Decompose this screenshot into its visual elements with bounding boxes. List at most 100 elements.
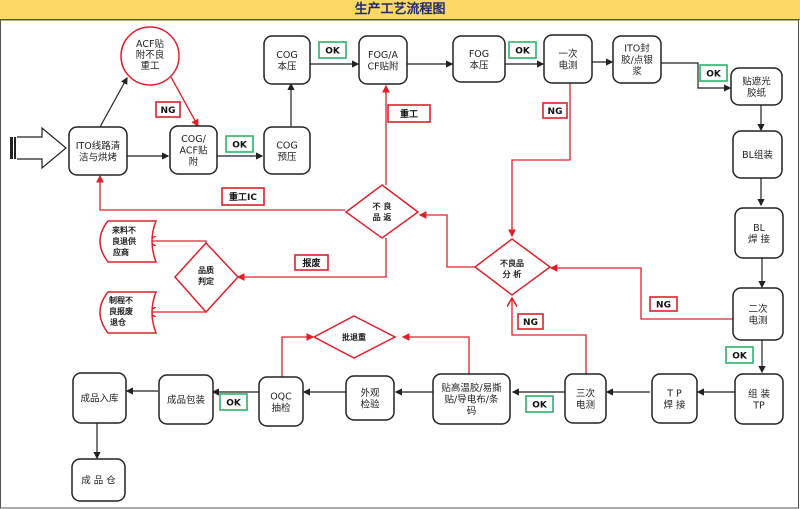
tag-label: OK <box>732 352 748 362</box>
node-label: 组 装 <box>748 388 771 400</box>
tag-box <box>525 395 554 413</box>
tag-label: 报废 <box>302 257 320 269</box>
ok-tag-ok: OK <box>318 41 347 59</box>
node-label: 成品包装 <box>167 394 206 406</box>
ng-tag-rework: 重工 <box>387 104 431 123</box>
process-connectors <box>93 58 766 460</box>
ok-tag-ok: OK <box>699 64 728 82</box>
terminal-scrap-return[interactable]: 制程不 良报废 退仓 <box>99 291 158 334</box>
decision-label: 分 析 <box>503 269 522 279</box>
ok-tag-ok: OK <box>225 135 254 153</box>
node-label: T P <box>666 388 682 399</box>
node-label: BL组装 <box>742 149 773 161</box>
node-label: 本压 <box>469 59 489 71</box>
node-label: ACF贴 <box>136 38 164 50</box>
decision-batch-reject[interactable]: 批退重 <box>312 315 397 359</box>
tag-label: OK <box>325 47 341 57</box>
node-label: 浆 <box>632 66 642 78</box>
node-box <box>158 374 214 425</box>
node-label: 贴高温胶/易撕 <box>441 382 502 394</box>
node-label: 一次 <box>558 48 578 60</box>
process-node-bl-assembly[interactable]: BL组装 <box>732 130 783 179</box>
decision-label: 批退重 <box>342 332 366 342</box>
terminal-label: 制程不 <box>109 295 133 305</box>
terminal-label: 良报废 <box>109 306 133 316</box>
tag-label: NG <box>656 301 671 311</box>
input-arrow-icon <box>10 126 67 170</box>
node-label: 外观 <box>360 387 380 399</box>
node-label: COG <box>276 140 297 151</box>
ng-tag-ng: NG <box>155 101 181 118</box>
node-label: 预压 <box>277 152 297 163</box>
terminal-supplier-return[interactable]: 来料不 良退供 应商 <box>99 220 158 263</box>
process-node-tp-weld[interactable]: T P焊 接 <box>651 373 698 424</box>
node-label: ITO封 <box>624 43 650 55</box>
node-label: 附 <box>189 156 199 168</box>
node-label: 本压 <box>277 60 297 72</box>
ok-tag-ok: OK <box>219 393 248 411</box>
node-label: 二次 <box>748 303 768 315</box>
tag-box <box>318 41 347 59</box>
ng-tag-ng: NG <box>517 313 544 330</box>
node-box <box>732 287 784 341</box>
process-node-packing[interactable]: 成品包装 <box>158 374 214 425</box>
node-label: 焊 接 <box>663 399 686 411</box>
node-box <box>263 126 311 175</box>
acf-rework-circle[interactable]: ACF贴 附不良 重工 <box>120 26 180 86</box>
tag-box <box>649 296 678 312</box>
tag-label: 重工IC <box>229 191 257 203</box>
tag-box <box>725 346 754 364</box>
decision-defect-analysis[interactable]: 不良品 分 析 <box>473 238 552 296</box>
node-box <box>345 375 395 421</box>
node-label: 码 <box>467 406 477 417</box>
node-label: 检验 <box>360 398 380 410</box>
process-node-tp-assembly[interactable]: 组 装TP <box>734 373 784 425</box>
node-label: 贴/导电布/条 <box>445 394 499 406</box>
tag-box <box>219 393 248 411</box>
node-box <box>72 372 127 424</box>
node-label: 胶纸 <box>747 87 767 99</box>
node-label: COG <box>276 50 297 61</box>
process-node-bl-weld[interactable]: BL焊 接 <box>734 207 784 259</box>
node-box <box>258 376 304 427</box>
ng-tag-ng: NG <box>649 296 678 312</box>
tag-label: OK <box>532 401 548 411</box>
tag-label: OK <box>226 399 242 409</box>
node-label: 电测 <box>748 314 767 326</box>
tag-label: NG <box>523 318 538 328</box>
decision-quality-judge[interactable]: 品质 判定 <box>173 241 240 314</box>
ok-tag-ok: OK <box>525 395 554 413</box>
diagram-frame <box>0 19 799 509</box>
decision-label: 不 良 <box>373 201 392 211</box>
ok-tag-ok: OK <box>725 346 754 364</box>
process-node-labeling[interactable]: 贴高温胶/易撕贴/导电布/条码 <box>432 373 511 425</box>
tag-label: OK <box>515 47 531 57</box>
node-label: 电测 <box>558 59 577 71</box>
page-title: 生产工艺流程图 <box>354 2 446 17</box>
node-label: 焊 接 <box>748 233 771 245</box>
process-node-warehouse-in[interactable]: 成品入库 <box>72 372 127 424</box>
decision-defect-return[interactable]: 不 良 品 返 <box>344 184 420 239</box>
tag-box <box>221 187 265 206</box>
tag-box <box>387 104 431 123</box>
node-box <box>71 458 126 502</box>
ng-tag-scrap: 报废 <box>294 254 329 271</box>
node-label: 洁与烘烤 <box>79 151 118 163</box>
process-node-warehouse[interactable]: 成 品 仓 <box>71 458 126 502</box>
node-box <box>734 207 784 259</box>
node-label: ITO线路清 <box>76 140 121 152</box>
